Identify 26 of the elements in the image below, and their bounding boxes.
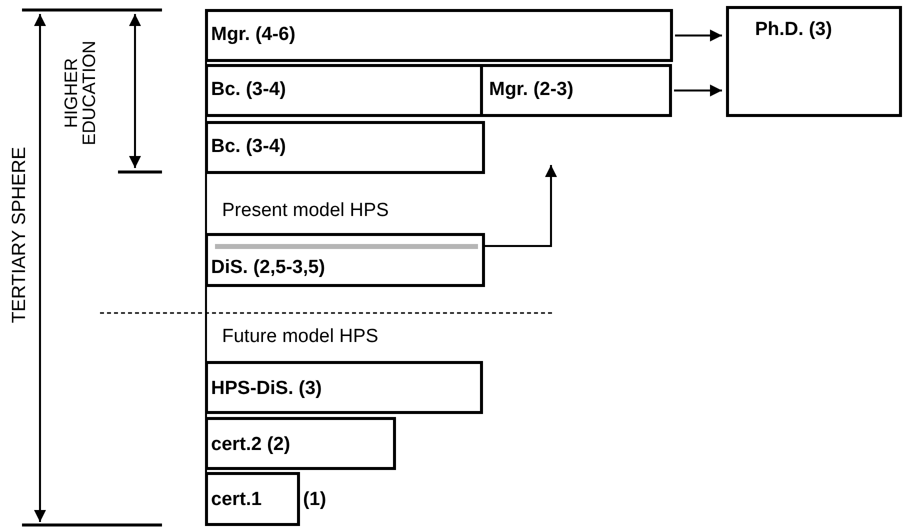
process-box: [205, 472, 300, 526]
process-box: [205, 361, 483, 414]
process-box: [205, 121, 485, 174]
box-label: cert.2 (2): [211, 434, 290, 456]
process-box: [205, 9, 673, 62]
box-label: Mgr. (2-3): [489, 79, 574, 101]
text-label: Present model HPS: [222, 200, 389, 222]
text-label: Future model HPS: [222, 326, 378, 348]
box-label: Bc. (3-4): [211, 79, 286, 101]
box-label: DiS. (2,5-3,5): [211, 257, 326, 279]
process-box: [480, 64, 672, 117]
duration-label: (1): [303, 489, 326, 511]
process-box: [205, 233, 485, 287]
text-label: TERTIARY SPHERE: [10, 146, 29, 326]
process-box: [205, 64, 483, 117]
box-label: Bc. (3-4): [211, 136, 286, 158]
arrow: [485, 165, 557, 247]
process-box: [726, 6, 902, 117]
process-box: [205, 417, 396, 470]
box-label: HPS-DiS. (3): [211, 378, 322, 400]
box-label: cert.1: [211, 489, 262, 511]
arrow: [674, 84, 722, 96]
box-label: Ph.D. (3): [755, 19, 832, 41]
arrow: [675, 30, 722, 42]
text-label: HIGHER EDUCATION: [62, 40, 98, 148]
box-label: Mgr. (4-6): [211, 24, 296, 46]
